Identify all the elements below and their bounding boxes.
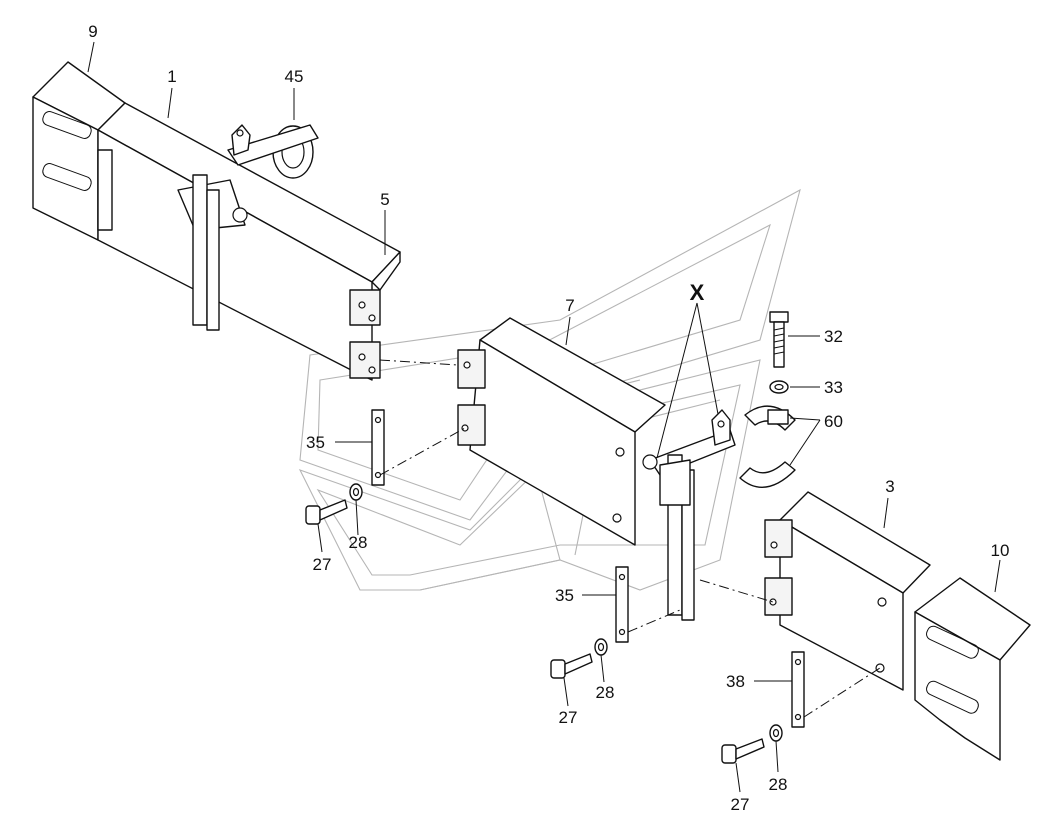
callout-35-left: 35 <box>306 433 325 452</box>
part-28-washer-left <box>349 483 363 501</box>
part-38-strap <box>791 651 805 728</box>
callout-35-middle: 35 <box>555 586 574 605</box>
part-28-washer-right <box>769 724 783 742</box>
leader-lines <box>87 41 1001 793</box>
part-1-housing <box>97 102 401 381</box>
part-27-bolt-right <box>721 738 765 764</box>
callout-9: 9 <box>88 22 97 41</box>
callout-33: 33 <box>824 378 843 397</box>
callout-7: 7 <box>565 296 574 315</box>
callout-28-right: 28 <box>769 775 788 794</box>
part-35-strap-middle <box>615 566 629 643</box>
callout-28-middle: 28 <box>596 683 615 702</box>
callout-28-left: 28 <box>349 533 368 552</box>
callout-38: 38 <box>726 672 745 691</box>
part-3-housing <box>764 491 931 691</box>
callout-45: 45 <box>285 67 304 86</box>
alignment-lines <box>379 359 881 718</box>
part-32-bolt <box>769 311 789 368</box>
part-10-end-cap <box>914 577 1031 761</box>
part-60-clamp <box>642 405 796 621</box>
callout-x: X <box>690 280 705 305</box>
callout-32: 32 <box>824 327 843 346</box>
part-5-plates <box>349 289 381 379</box>
callout-1: 1 <box>167 67 176 86</box>
callout-labels: 9 1 45 5 7 X 32 33 60 35 27 28 3 10 35 2… <box>88 22 1009 814</box>
callout-5: 5 <box>380 190 389 209</box>
part-28-washer-middle <box>594 638 608 656</box>
callout-10: 10 <box>991 541 1010 560</box>
callout-27-right: 27 <box>731 795 750 814</box>
callout-3: 3 <box>885 477 894 496</box>
part-27-bolt-left <box>305 499 348 525</box>
part-7-housing <box>457 317 666 546</box>
callout-27-left: 27 <box>313 555 332 574</box>
part-45-clamp <box>177 124 319 331</box>
part-33-washer <box>769 380 789 394</box>
callout-60: 60 <box>824 412 843 431</box>
callout-27-middle: 27 <box>559 708 578 727</box>
part-27-bolt-middle <box>550 653 593 679</box>
